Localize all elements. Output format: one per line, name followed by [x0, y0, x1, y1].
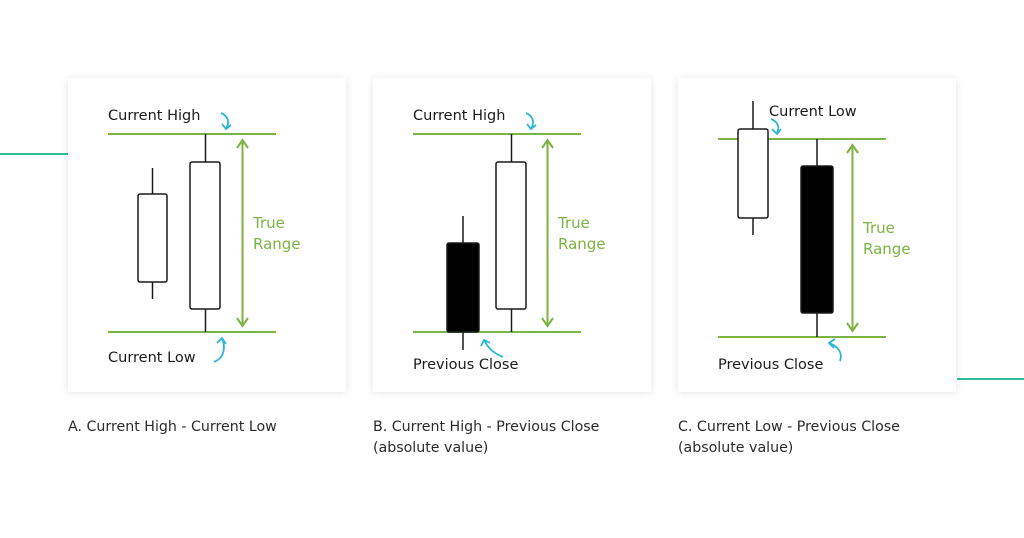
tall-bullish-candle [495, 134, 527, 332]
tall-bearish-candle [800, 139, 834, 337]
current-high-label: Current High [413, 108, 505, 124]
arrow-head-icon [827, 338, 836, 349]
arrow-head-icon [771, 128, 782, 136]
caption-c-line2: (absolute value) [678, 440, 794, 456]
caption-a-line1: A. Current High - Current Low [68, 419, 277, 435]
true-range-label-line2: Range [863, 240, 911, 258]
bullish-candle [737, 101, 769, 235]
previous-close-label: Previous Close [413, 357, 518, 373]
true-range-label-line1: True [252, 214, 285, 232]
true-range-label-line1: True [862, 219, 895, 237]
caption-a: A. Current High - Current Low [68, 417, 358, 438]
arrow-head-icon [221, 123, 232, 131]
panel-a: True Range Current High Current Low [68, 78, 346, 392]
decorative-line-right [957, 378, 1024, 380]
caption-b-line1: B. Current High - Previous Close [373, 419, 600, 435]
true-range-arrow [846, 143, 859, 333]
panel-a-diagram: True Range Current High Current Low [108, 108, 301, 366]
true-range-label-line2: Range [253, 235, 301, 253]
true-range-arrow [541, 138, 554, 328]
previous-close-label: Previous Close [718, 357, 823, 373]
panel-b: True Range Current High Previous Close [373, 78, 651, 392]
arrow-head-icon [480, 338, 491, 347]
true-range-label-line2: Range [558, 235, 606, 253]
curved-arrow-icon [770, 118, 780, 134]
tall-bullish-candle [189, 134, 221, 332]
arrow-head-icon [526, 123, 537, 131]
caption-c-line1: C. Current Low - Previous Close [678, 419, 900, 435]
small-bullish-candle [137, 168, 168, 299]
curved-arrow-icon [483, 339, 504, 358]
arrow-head-icon [216, 336, 227, 345]
true-range-label-line1: True [557, 214, 590, 232]
decorative-line-left [0, 153, 68, 155]
bearish-candle [446, 216, 480, 350]
panel-c: True Range Current Low Previous Close [678, 78, 956, 392]
current-low-label: Current Low [769, 104, 857, 120]
caption-b: B. Current High - Previous Close (absolu… [373, 417, 663, 459]
current-low-label: Current Low [108, 350, 196, 366]
true-range-arrow [236, 138, 249, 328]
panel-c-diagram: True Range Current Low Previous Close [718, 101, 911, 373]
caption-b-line2: (absolute value) [373, 440, 489, 456]
panel-b-diagram: True Range Current High Previous Close [413, 108, 606, 373]
caption-c: C. Current Low - Previous Close (absolut… [678, 417, 968, 459]
current-high-label: Current High [108, 108, 200, 124]
